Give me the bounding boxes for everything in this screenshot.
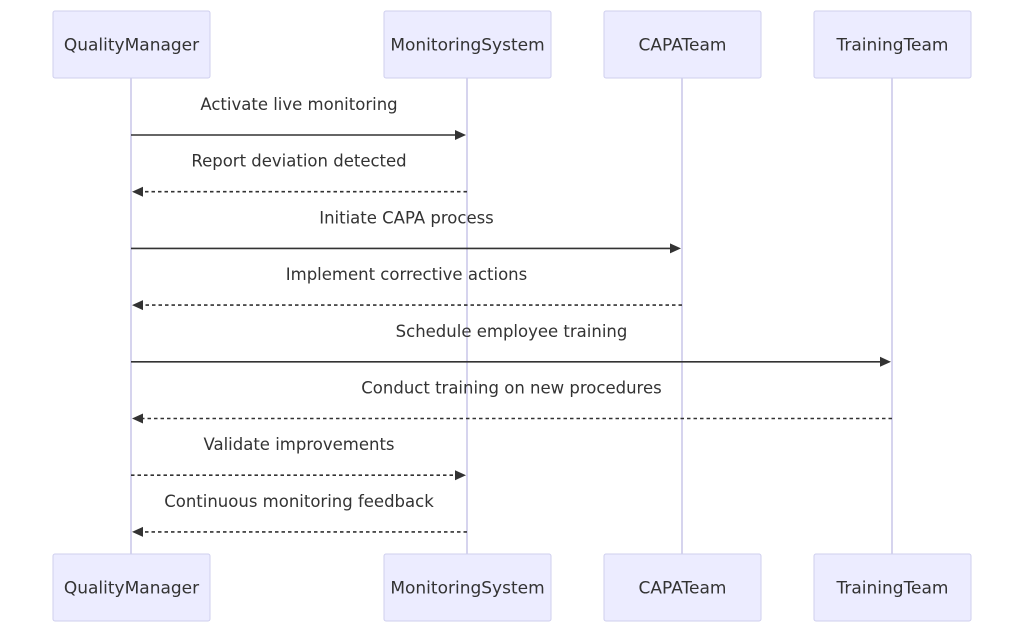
message-6: Conduct training on new procedures — [132, 379, 892, 424]
arrowhead — [880, 356, 891, 367]
message-7: Validate improvements — [131, 435, 466, 481]
actor-box — [603, 553, 762, 622]
actor-trainingteam-bottom: TrainingTeam — [813, 553, 972, 622]
arrowhead — [670, 243, 681, 254]
actor-box — [603, 10, 762, 79]
actor-label: TrainingTeam — [835, 36, 948, 56]
actor-box — [813, 10, 972, 79]
message-label: Conduct training on new procedures — [361, 379, 661, 398]
actor-monitoringsystem-top: MonitoringSystem — [383, 10, 552, 79]
actor-label: CAPATeam — [639, 36, 727, 56]
arrowhead — [455, 470, 466, 481]
actor-label: QualityManager — [64, 36, 199, 56]
message-label: Implement corrective actions — [286, 265, 527, 284]
message-label: Activate live monitoring — [200, 95, 397, 114]
arrowhead — [132, 300, 143, 311]
actors-bottom: QualityManager MonitoringSystem CAPATeam Tr… — [52, 553, 972, 622]
message-2: Report deviation detected — [132, 152, 467, 197]
message-label: Validate improvements — [203, 435, 394, 454]
message-label: Initiate CAPA process — [319, 208, 494, 227]
arrowhead — [132, 526, 143, 537]
message-3: Initiate CAPA process — [131, 208, 681, 254]
actor-box — [52, 10, 211, 79]
message-label: Continuous monitoring feedback — [164, 492, 434, 511]
lifelines — [130, 78, 893, 554]
actor-capateam-bottom: CAPATeam — [603, 553, 762, 622]
message-1: Activate live monitoring — [131, 95, 466, 140]
arrowhead — [132, 413, 143, 424]
actor-capateam-top: CAPATeam — [603, 10, 762, 79]
message-8: Continuous monitoring feedback — [132, 492, 467, 537]
actor-label: MonitoringSystem — [390, 579, 544, 599]
actor-monitoringsystem-bottom: MonitoringSystem — [383, 553, 552, 622]
actor-box — [813, 553, 972, 622]
arrowhead — [455, 130, 466, 140]
arrowhead — [132, 186, 143, 197]
message-label: Schedule employee training — [396, 322, 628, 341]
message-5: Schedule employee training — [131, 322, 891, 367]
actor-label: MonitoringSystem — [390, 36, 544, 56]
actors-top: QualityManager MonitoringSystem CAPATeam Tr… — [52, 10, 972, 79]
actor-box — [383, 553, 552, 622]
actor-box — [383, 10, 552, 79]
message-4: Implement corrective actions — [132, 265, 682, 311]
actor-trainingteam-top: TrainingTeam — [813, 10, 972, 79]
actor-label: QualityManager — [64, 579, 199, 599]
actor-qualitymanager-top: QualityManager — [52, 10, 211, 79]
message-label: Report deviation detected — [191, 152, 406, 171]
actor-qualitymanager-bottom: QualityManager — [52, 553, 211, 622]
actor-label: CAPATeam — [639, 579, 727, 599]
actor-box — [52, 553, 211, 622]
actor-label: TrainingTeam — [835, 579, 948, 599]
